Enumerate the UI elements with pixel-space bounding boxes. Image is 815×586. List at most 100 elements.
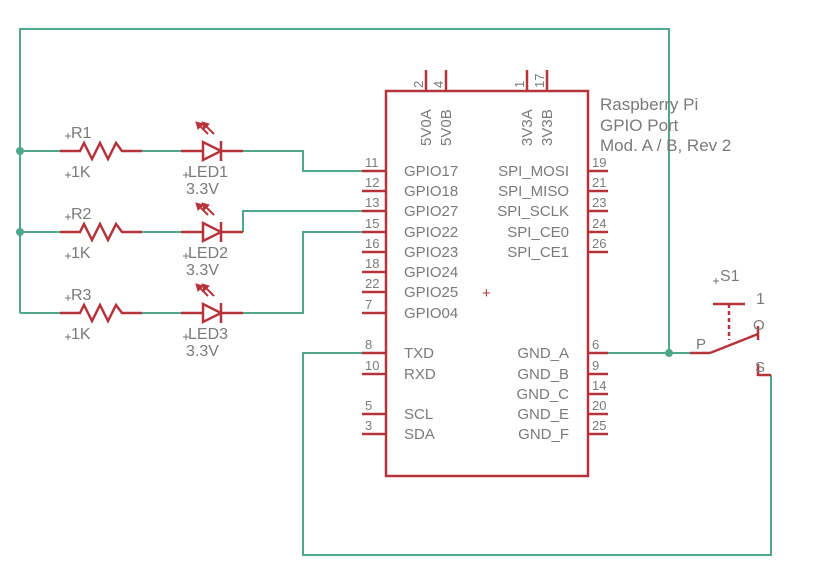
resistor-symbol (60, 140, 142, 162)
wire-led1-gpio17 (243, 150, 362, 172)
pin-number: 24 (592, 216, 606, 231)
pin-number: 23 (592, 195, 606, 210)
led-name: LED2 (188, 245, 228, 262)
led-value: 3.3V (186, 181, 219, 198)
switch-name: S1 (720, 268, 740, 285)
ic-body (384, 89, 590, 478)
led-name: LED1 (188, 164, 228, 181)
switch-pin-p-label: P (696, 336, 706, 353)
resistor-name: R3 (71, 287, 92, 304)
led-2: LED2 3.3V (181, 202, 243, 279)
pin-number: 16 (365, 236, 379, 251)
pin-number: 5 (365, 398, 372, 413)
pin-name: TXD (404, 345, 434, 362)
origin-mark (65, 133, 71, 178)
pin-number: 19 (592, 155, 606, 170)
pin-name: SPI_CE0 (507, 224, 569, 241)
resistor-value: 1K (71, 164, 91, 181)
pin-name: GND_C (516, 386, 569, 403)
pin-number: 4 (431, 81, 446, 88)
wire-led3-gpio22 (243, 231, 362, 314)
resistors: R1 1K R2 1K R3 1K (60, 125, 142, 343)
switch-s1: S1 1 P O S (690, 268, 771, 377)
pin-number: 2 (411, 81, 426, 88)
ic-header-line: GPIO Port (600, 116, 679, 135)
led-3: LED3 3.3V (181, 283, 243, 360)
pin-number: 15 (365, 216, 379, 231)
resistor-value: 1K (71, 326, 91, 343)
pin-name: GND_E (517, 406, 569, 423)
raspberry-pi-gpio-header: + Raspberry Pi GPIO Port Mod. A / B, Rev… (362, 70, 731, 478)
left-pins: 11GPIO1712GPIO1813GPIO2715GPIO2216GPIO23… (362, 155, 458, 443)
right-pins: 19SPI_MOSI21SPI_MISO23SPI_SCLK24SPI_CE02… (497, 155, 608, 443)
resistor-symbol (60, 221, 142, 243)
wires (16, 28, 772, 556)
ic-header-line: Mod. A / B, Rev 2 (600, 136, 731, 155)
pin-name: 3V3B (539, 109, 556, 146)
wire-led2-gpio27 (242, 210, 362, 232)
ic-center-marker: + (482, 285, 491, 302)
light-arrow-head-icon (201, 202, 210, 211)
led-triangle (201, 301, 224, 325)
pin-number: 7 (365, 297, 372, 312)
led-1: LED1 3.3V (181, 121, 243, 198)
led-value: 3.3V (186, 262, 219, 279)
pin-number: 17 (532, 74, 547, 88)
resistor-name: R2 (71, 206, 92, 223)
pin-number: 13 (365, 195, 379, 210)
pin-name: SPI_MOSI (498, 163, 569, 180)
resistor-r1: R1 1K (60, 125, 142, 181)
wire-top-loop (19, 28, 670, 353)
pin-number: 3 (365, 418, 372, 433)
light-arrow-head-icon (201, 121, 210, 130)
pin-number: 25 (592, 418, 606, 433)
pin-number: 26 (592, 236, 606, 251)
pin-name: SCL (404, 406, 433, 423)
origin-mark (183, 253, 189, 259)
resistor-name: R1 (71, 125, 92, 142)
pin-name: GPIO24 (404, 264, 458, 281)
light-arrow-head-icon (195, 121, 204, 130)
pin-number: 18 (365, 256, 379, 271)
ic-header-line: Raspberry Pi (600, 95, 698, 114)
junction-dot (16, 228, 24, 236)
switch-pin-1-label: 1 (756, 291, 765, 308)
pin-number: 8 (365, 337, 372, 352)
wire-txd-switch (302, 352, 772, 556)
origin-mark (183, 172, 189, 178)
pin-number: 20 (592, 398, 606, 413)
pin-name: GND_B (517, 366, 569, 383)
pin-number: 22 (365, 276, 379, 291)
resistor-symbol (60, 302, 142, 324)
origin-mark (713, 278, 719, 284)
led-triangle (201, 139, 224, 163)
pin-name: GND_A (517, 345, 569, 362)
origin-mark (183, 334, 189, 340)
top-pins: 2 4 1 17 5V0A 5V0B 3V3A 3V3B (411, 70, 556, 146)
light-arrow-head-icon (195, 283, 204, 292)
led-value: 3.3V (186, 343, 219, 360)
pin-name: GPIO27 (404, 203, 458, 220)
resistor-value: 1K (71, 245, 91, 262)
junction-dot (665, 349, 673, 357)
pin-name: GPIO18 (404, 183, 458, 200)
pin-name: RXD (404, 366, 436, 383)
leds: LED1 3.3V LED2 3.3V LED3 3.3 (181, 121, 243, 360)
switch-blade (709, 332, 759, 355)
resistor-r3: R3 1K (60, 287, 142, 343)
led-name: LED3 (188, 326, 228, 343)
pin-number: 9 (592, 358, 599, 373)
switch-pin-o-label: O (753, 317, 765, 334)
pin-number: 6 (592, 337, 599, 352)
pin-number: 14 (592, 378, 606, 393)
pin-name: 3V3A (519, 109, 536, 146)
light-arrow-head-icon (195, 202, 204, 211)
origin-mark (65, 214, 71, 259)
pin-name: GND_F (518, 426, 569, 443)
pin-name: GPIO23 (404, 244, 458, 261)
resistor-r2: R2 1K (60, 206, 142, 262)
pin-number: 12 (365, 175, 379, 190)
pin-name: 5V0A (418, 109, 435, 146)
pin-name: SPI_CE1 (507, 244, 569, 261)
